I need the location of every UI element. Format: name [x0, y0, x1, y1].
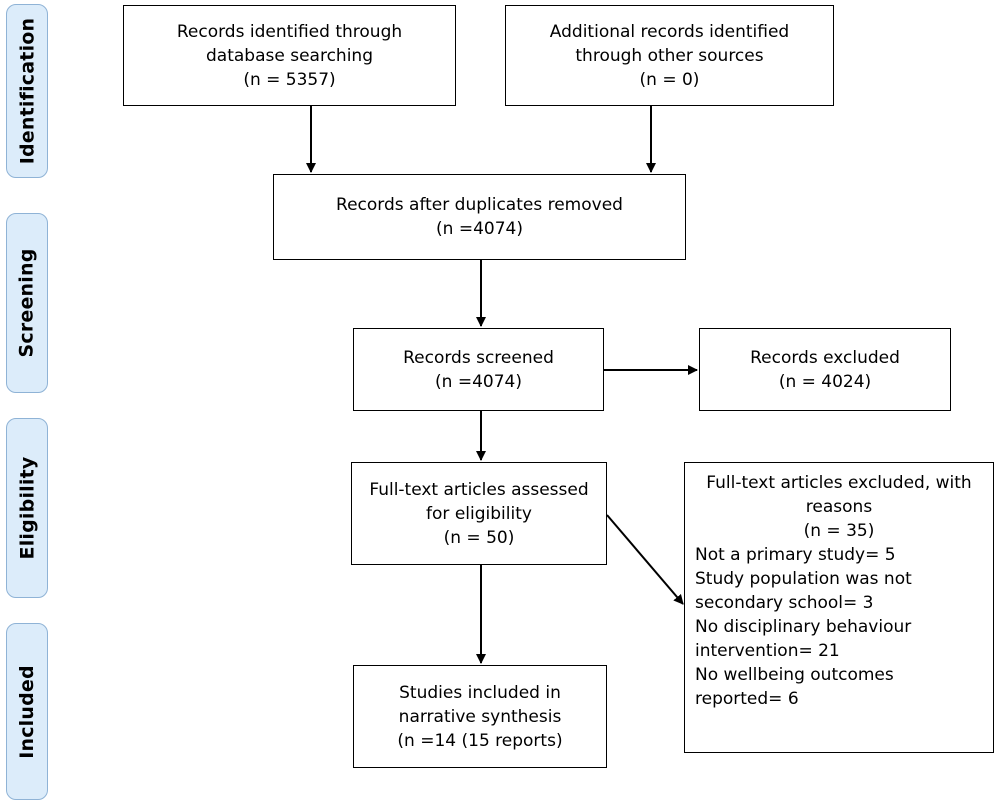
screened-count: (n =4074) [435, 371, 522, 392]
box-fulltext-assessed: Full-text articles assessed for eligibil… [351, 462, 607, 565]
reason-line: Not a primary study= 5 [695, 545, 896, 565]
duplicates-line1: Records after duplicates removed [336, 195, 623, 215]
stage-eligibility: Eligibility [6, 418, 48, 598]
box-fulltext-excluded: Full-text articles excluded, with reason… [684, 462, 994, 753]
fulltext-assessed-line1: Full-text articles assessed [369, 479, 589, 500]
excluded-count: (n = 4024) [778, 371, 872, 392]
box-records-screened: Records screened (n =4074) [353, 328, 604, 411]
other-sources-line2: through other sources [575, 45, 764, 66]
reason-line: Study population was not [695, 569, 912, 589]
stage-screening: Screening [6, 213, 48, 393]
fulltext-assessed-line2: for eligibility [426, 503, 532, 524]
box-duplicates-removed: Records after duplicates removed (n =407… [273, 174, 686, 260]
database-line1: Records identified through [176, 21, 403, 42]
reason-line: reported= 6 [695, 689, 799, 709]
box-studies-included: Studies included in narrative synthesis … [353, 665, 607, 768]
other-sources-line1: Additional records identified [549, 21, 790, 42]
box-other-sources: Additional records identified through ot… [505, 5, 834, 106]
database-line2: database searching [206, 45, 373, 66]
included-line1: Studies included in [399, 682, 561, 703]
database-count: (n = 5357) [243, 69, 336, 90]
excluded-line1: Records excluded [750, 347, 900, 368]
box-records-excluded: Records excluded (n = 4024) [699, 328, 951, 411]
duplicates-count: (n =4074) [436, 219, 523, 239]
reason-line: secondary school= 3 [695, 593, 874, 613]
stage-identification: Identification [6, 4, 48, 178]
stage-included: Included [6, 623, 48, 800]
reason-line: No wellbeing outcomes [695, 665, 894, 685]
fulltext-excluded-line2: reasons [805, 497, 873, 517]
fulltext-excluded-count: (n = 35) [803, 521, 875, 541]
reason-line: No disciplinary behaviour [695, 617, 912, 637]
arrow-fulltext-to-excluded [606, 514, 684, 605]
reason-line: intervention= 21 [695, 641, 840, 661]
fulltext-excluded-line1: Full-text articles excluded, with [706, 473, 972, 493]
included-line2: narrative synthesis [398, 706, 562, 727]
other-sources-count: (n = 0) [639, 69, 700, 90]
screened-line1: Records screened [403, 347, 554, 368]
box-database-records: Records identified through database sear… [123, 5, 456, 106]
fulltext-assessed-count: (n = 50) [443, 527, 515, 548]
included-count: (n =14 (15 reports) [397, 730, 563, 751]
